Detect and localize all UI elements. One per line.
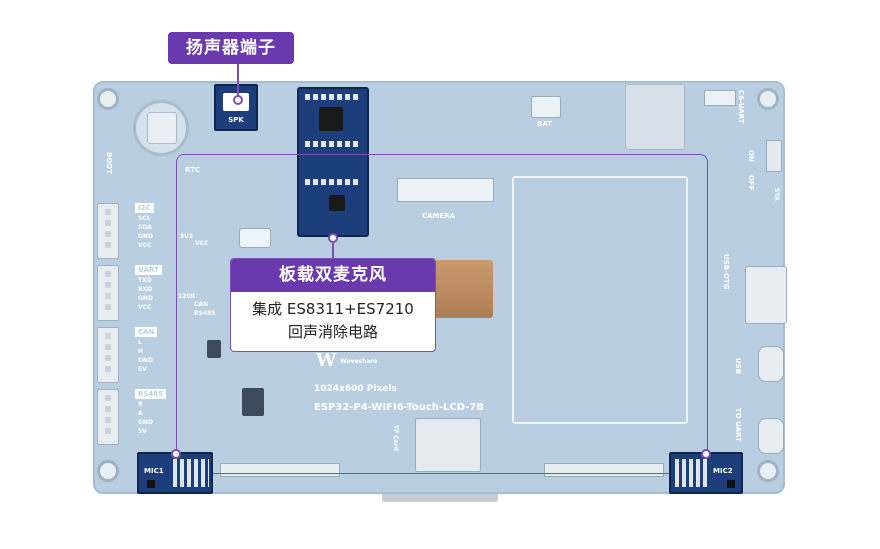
mic1-microphone — [147, 480, 155, 488]
bottom-edge-connector — [382, 494, 498, 502]
module-pads-top — [305, 94, 361, 100]
i2c-pins: SCL SDA GND VCC — [138, 215, 153, 249]
usb-c-port — [758, 346, 784, 382]
mic-callout-note-line2: 回声消除电路 — [231, 321, 435, 344]
tf-card-slot — [415, 418, 481, 472]
i2c-title: I2C — [135, 203, 154, 213]
can-small-label: CAN — [194, 301, 209, 308]
speaker-connector-module: SPK — [214, 84, 258, 131]
mic1-module: MIC1 — [137, 452, 213, 494]
mic2-callout-dot — [701, 449, 711, 459]
display-outline — [512, 176, 688, 424]
battery-clip — [147, 112, 177, 144]
waveshare-logo: W — [316, 350, 337, 371]
mic-callout-line — [332, 237, 334, 259]
120r-label: 120R — [178, 293, 196, 300]
c6-uart-label: C6-UART — [737, 90, 745, 124]
mounting-hole — [757, 88, 779, 110]
display-fpc-cable — [435, 260, 493, 318]
spk-label: SPK — [228, 116, 244, 124]
rtc-label: RTC — [185, 166, 200, 174]
es8311-chip — [319, 107, 343, 131]
esp32-c6-module — [625, 84, 685, 150]
uart-header — [97, 265, 119, 321]
vcc-label: VCC — [195, 240, 209, 247]
speaker-callout-label: 扬声器端子 — [168, 32, 294, 64]
resolution-label: 1024x600 Pixels — [314, 384, 397, 394]
mounting-hole — [757, 460, 779, 482]
power-switch[interactable] — [766, 140, 782, 172]
mounting-hole — [97, 88, 119, 110]
mic2-label: MIC2 — [713, 467, 733, 475]
mic-callout-title: 板载双麦克风 — [231, 259, 435, 292]
rs485-pins: B A GND 5V — [138, 401, 153, 435]
mic-callout-box: 板载双麦克风 集成 ES8311+ES7210 回声消除电路 — [230, 258, 436, 352]
es7210-chip — [329, 195, 345, 211]
battery-connector — [531, 96, 561, 118]
codec-callout-dot — [328, 233, 338, 243]
bat-label: BAT — [537, 120, 552, 128]
rs485-title: RS485 — [135, 389, 167, 399]
mic1-pads — [173, 459, 209, 487]
switch-off-label: OFF — [747, 175, 755, 191]
speaker-callout-line — [237, 64, 239, 98]
mic1-callout-dot — [171, 449, 181, 459]
c6-uart-connector — [704, 90, 736, 106]
mic-callout-note-line1: 集成 ES8311+ES7210 — [231, 292, 435, 321]
usb-otg-label: USB-OTG — [722, 254, 730, 290]
uart-title: UART — [135, 265, 162, 275]
ic-chip — [242, 388, 264, 416]
rs485-header — [97, 389, 119, 445]
codec-module — [297, 87, 369, 237]
module-pads-mid — [305, 141, 361, 147]
mic2-microphone — [727, 480, 735, 488]
brand-label: Waveshare — [340, 358, 378, 365]
can-title: CAN — [135, 327, 158, 337]
usb-c-uart-port — [758, 418, 784, 454]
mic1-label: MIC1 — [144, 467, 164, 475]
boot-label: BOOT — [105, 152, 113, 175]
3v3-label: 3V3 — [180, 233, 193, 240]
uart-pins: TXD RXD GND VCC — [138, 277, 153, 311]
small-connector — [239, 228, 271, 248]
i2c-header — [97, 203, 119, 259]
mic-callout-frame — [176, 154, 708, 474]
usb-a-port — [745, 266, 787, 324]
mic2-pads — [675, 459, 709, 487]
to-uart-label: TO UART — [734, 408, 742, 442]
model-label: ESP32-P4-WIFI6-Touch-LCD-7B — [314, 402, 484, 413]
rs485-small-label: RS485 — [194, 310, 216, 317]
can-header — [97, 327, 119, 383]
camera-connector — [397, 178, 494, 202]
speaker-callout-dot — [233, 95, 243, 105]
can-pins: L H GND 5V — [138, 339, 153, 373]
usb-label: USB — [734, 358, 742, 375]
sta-label: STA — [773, 188, 780, 201]
camera-label: CAMERA — [422, 212, 456, 220]
module-pads-low — [305, 179, 361, 185]
ic-chip-small — [207, 340, 221, 358]
mounting-hole — [97, 460, 119, 482]
switch-on-label: ON — [747, 150, 755, 162]
